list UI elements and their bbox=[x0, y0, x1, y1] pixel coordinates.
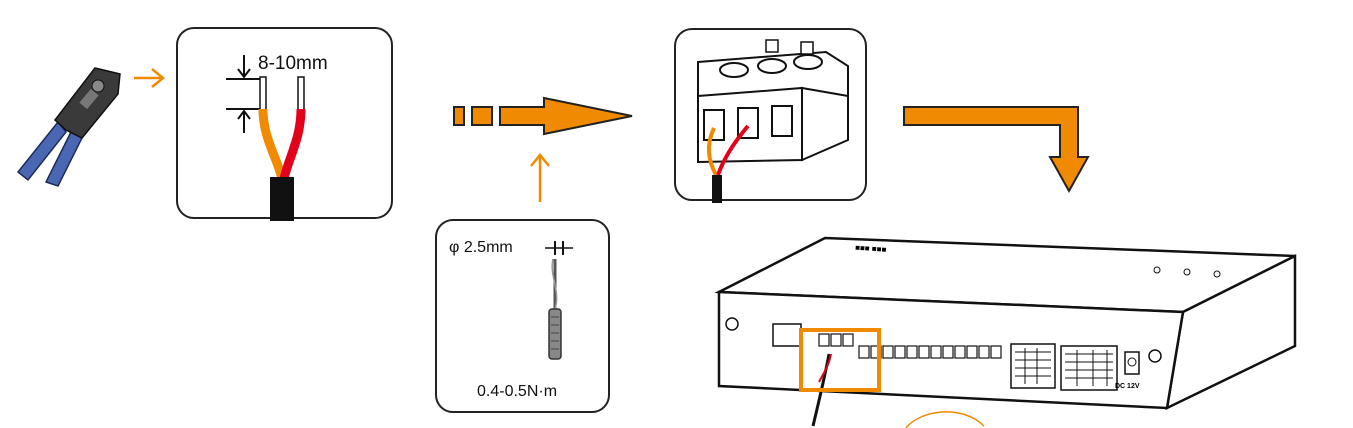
device-icon: ■■■ ■■■ DC 12V bbox=[714, 236, 1297, 427]
svg-text:DC 12V: DC 12V bbox=[1115, 383, 1140, 390]
stripped-wires-icon bbox=[226, 55, 306, 221]
torque-panel: φ 2.5mm 0.4-0.5N·m bbox=[435, 219, 610, 413]
svg-text:■■■ ■■■: ■■■ ■■■ bbox=[855, 243, 887, 254]
zoom-circle-icon bbox=[905, 411, 985, 428]
strip-length-label: 8-10mm bbox=[258, 53, 328, 74]
strip-length-panel: 8-10mm bbox=[176, 27, 393, 221]
terminal-block-icon bbox=[697, 39, 849, 203]
diameter-label: φ 2.5mm bbox=[449, 239, 513, 256]
terminal-block-panel bbox=[674, 28, 867, 203]
screwdriver-icon bbox=[545, 241, 573, 360]
arrow-up-icon bbox=[530, 153, 550, 202]
elbow-arrow-icon bbox=[903, 106, 1090, 194]
torque-label: 0.4-0.5N·m bbox=[477, 383, 558, 400]
big-arrow-right-icon bbox=[453, 96, 633, 136]
arrow-right-icon bbox=[134, 68, 165, 88]
crimping-tool-icon bbox=[16, 67, 121, 187]
